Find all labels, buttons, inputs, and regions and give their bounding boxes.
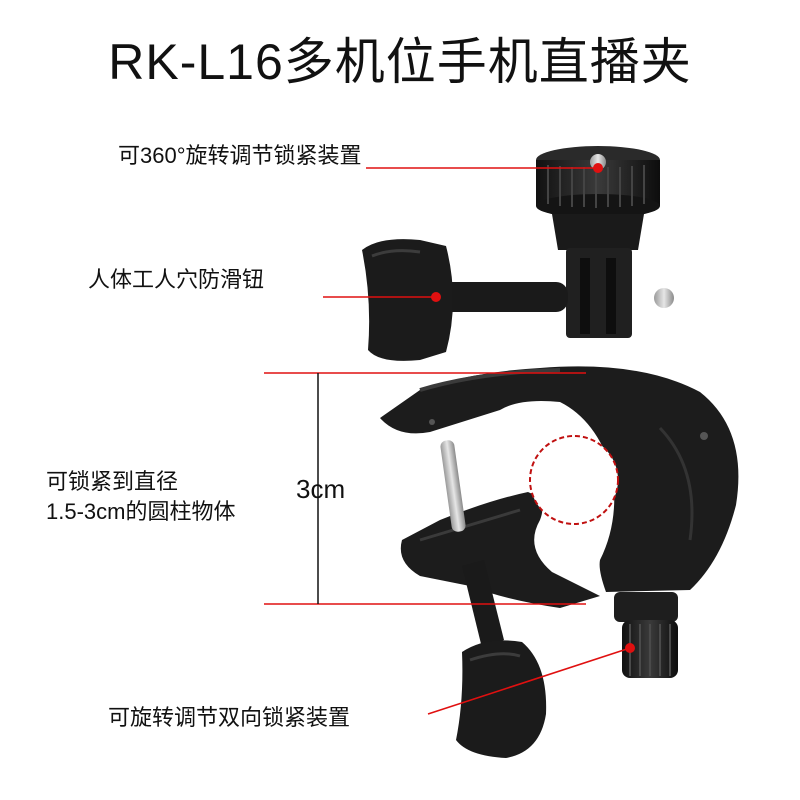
page-title: RK-L16多机位手机直播夹: [108, 34, 692, 90]
dimension-label: 3cm: [296, 474, 346, 504]
diameter-label-line2: 1.5-3cm的圆柱物体: [46, 499, 236, 524]
bidirectional-lock-label: 可旋转调节双向锁紧装置: [108, 705, 351, 730]
diameter-label-line1: 可锁紧到直径: [46, 469, 179, 494]
rotation-lock-label: 可360°旋转调节锁紧装置: [118, 143, 362, 168]
bidirectional-knurled-knob: [614, 592, 678, 678]
anti-slip-knob: [362, 239, 568, 361]
anti-slip-knob-label: 人体工人穴防滑钮: [88, 267, 265, 292]
clamp-body: [380, 366, 739, 608]
callout-dots: [431, 163, 635, 653]
